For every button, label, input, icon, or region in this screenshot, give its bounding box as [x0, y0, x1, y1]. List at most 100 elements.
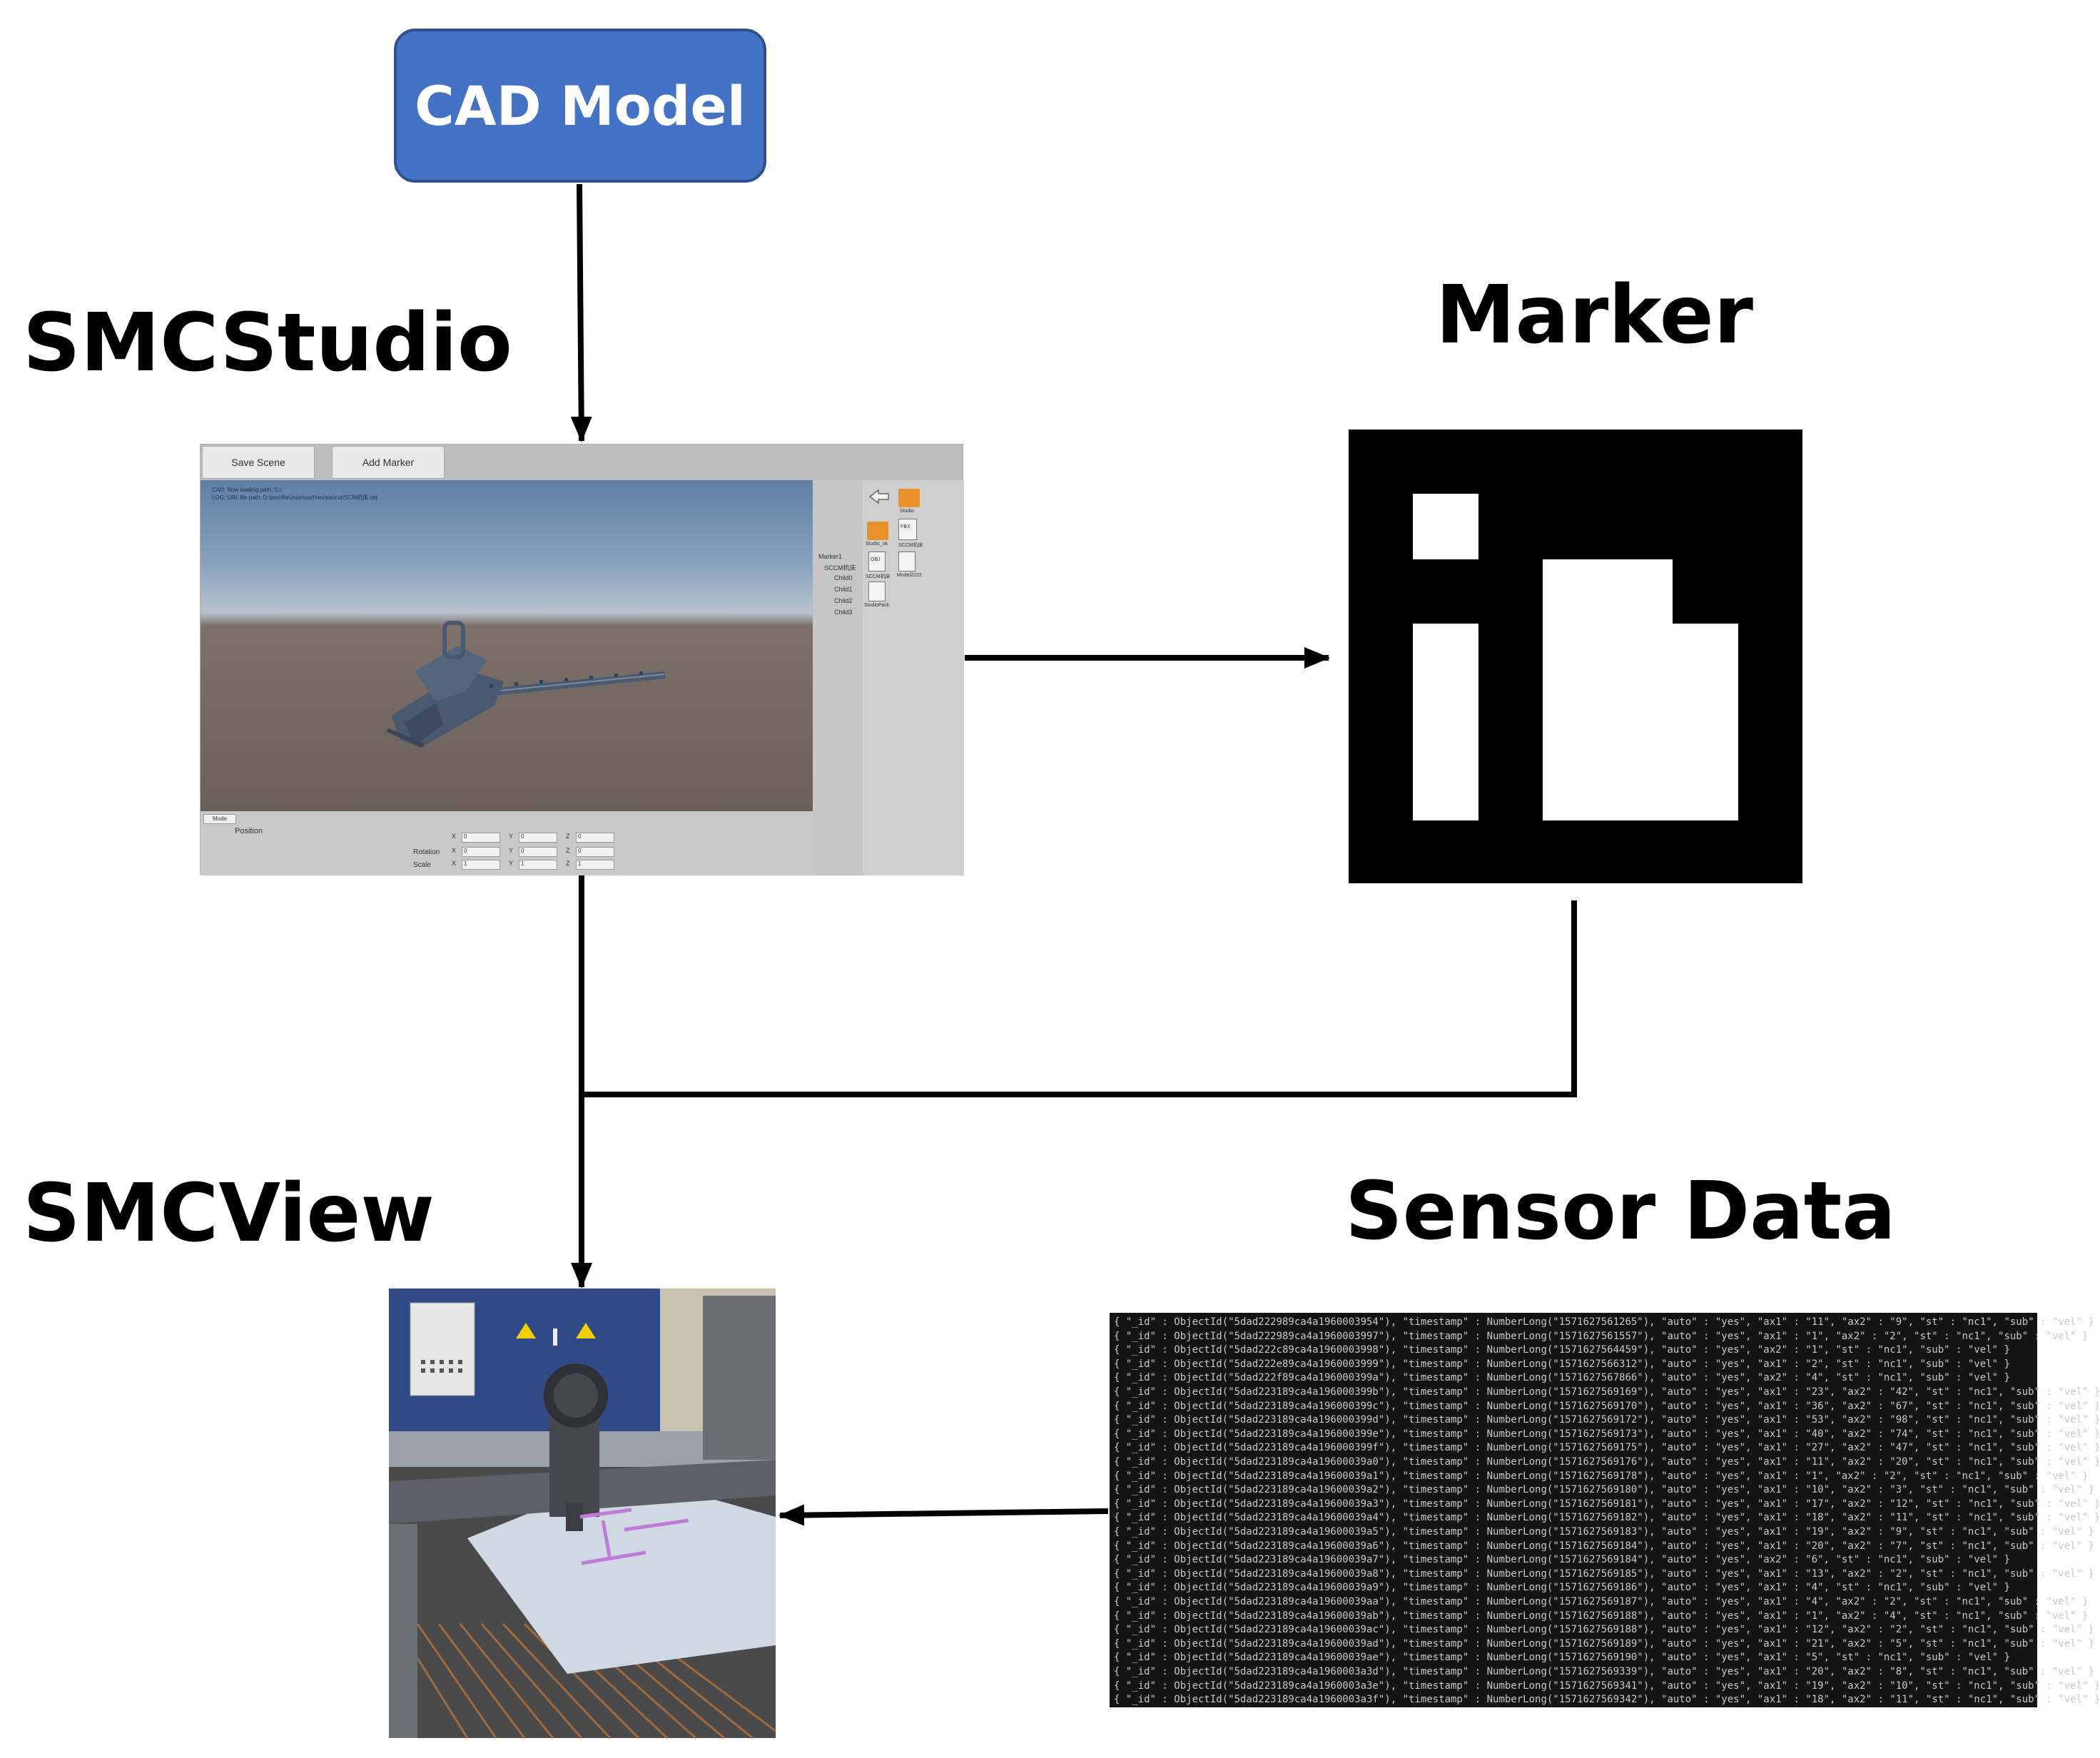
tree-item[interactable]: SCCM机床	[824, 564, 856, 571]
machine-3d-model	[386, 621, 666, 748]
back-arrow-icon[interactable]	[868, 489, 890, 504]
scale-y-field[interactable]: 1	[519, 860, 557, 870]
arrow-sensor-to-smcview	[778, 1504, 1109, 1526]
file-icon[interactable]	[868, 552, 886, 571]
asset-label: SCCM机床	[898, 543, 923, 548]
sensor-record-line: { "_id" : ObjectId("5dad223189ca4a196000…	[1114, 1637, 2094, 1650]
asset-label: FBX	[901, 524, 910, 529]
log-line: LOG: URL file path: D:\pos\fileUnion\usr…	[212, 494, 377, 501]
asset-browser: Studio FBX Studio_ok SCCM机床 OBJ Model222…	[863, 480, 964, 875]
tree-item[interactable]: Child3	[834, 609, 853, 616]
sensor-record-line: { "_id" : ObjectId("5dad223189ca4a196000…	[1114, 1694, 2100, 1706]
axis-y-label: Y	[509, 833, 514, 840]
axis-y-label: Y	[509, 860, 514, 867]
file-icon[interactable]	[898, 552, 915, 571]
scale-z-field[interactable]: 1	[576, 860, 614, 870]
sensor-record-line: { "_id" : ObjectId("5dad223189ca4a196000…	[1114, 1540, 2094, 1552]
folder-icon[interactable]	[898, 489, 920, 507]
rotation-x-field[interactable]: 0	[462, 847, 500, 857]
diagram-canvas: CAD Model SMCStudio Marker SMCView Senso…	[23, 29, 2100, 1739]
sensor-record-line: { "_id" : ObjectId("5dad223189ca4a196000…	[1114, 1568, 2094, 1580]
rotation-y-field[interactable]: 0	[519, 847, 557, 857]
marker-label: Marker	[1436, 269, 1753, 362]
cad-model-box: CAD Model	[394, 29, 766, 183]
marker-cell	[1543, 559, 1673, 820]
scale-label: Scale	[413, 861, 432, 869]
sensor-data-console: { "_id" : ObjectId("5dad222989ca4a196000…	[1110, 1313, 2100, 1707]
marker-cell	[1413, 624, 1478, 820]
connector-layer	[570, 183, 1577, 1526]
log-output: CAD: Now loading path: C:\ LOG: URL file…	[212, 486, 377, 502]
scale-x-field[interactable]: 1	[462, 860, 500, 870]
marker-cell	[1413, 494, 1478, 559]
sensor-record-line: { "_id" : ObjectId("5dad223189ca4a196000…	[1114, 1386, 2100, 1398]
tree-item[interactable]: Marker1	[818, 553, 843, 560]
sensor-record-line: { "_id" : ObjectId("5dad223189ca4a196000…	[1114, 1610, 2089, 1622]
smcview-label: SMCView	[23, 1167, 435, 1260]
axis-z-label: Z	[566, 847, 570, 854]
position-y-field[interactable]: 0	[519, 833, 557, 843]
tree-item[interactable]: Child2	[834, 597, 853, 604]
file-icon[interactable]	[868, 581, 886, 601]
axis-z-label: Z	[566, 860, 570, 867]
add-marker-button[interactable]: Add Marker	[332, 446, 445, 479]
sensor-record-line: { "_id" : ObjectId("5dad223189ca4a196000…	[1114, 1442, 2100, 1454]
rotation-z-field[interactable]: 0	[576, 847, 614, 857]
line-marker-to-junction	[582, 900, 1577, 1097]
sensor-record-line: { "_id" : ObjectId("5dad222e89ca4a196000…	[1114, 1358, 2010, 1370]
folder-icon[interactable]	[867, 522, 888, 540]
sensor-record-line: { "_id" : ObjectId("5dad223189ca4a196000…	[1114, 1666, 2094, 1677]
tree-item[interactable]: Child0	[834, 574, 853, 581]
studio-toolbar: Save Scene Add Marker	[201, 444, 963, 480]
fiducial-marker	[1349, 430, 1802, 883]
position-label: Position	[235, 827, 263, 835]
sensor-record-line: { "_id" : ObjectId("5dad223189ca4a196000…	[1114, 1400, 2100, 1412]
sensor-record-line: { "_id" : ObjectId("5dad222989ca4a196000…	[1114, 1316, 2094, 1328]
sensor-record-line: { "_id" : ObjectId("5dad223189ca4a196000…	[1114, 1498, 2100, 1510]
sensor-record-line: { "_id" : ObjectId("5dad223189ca4a196000…	[1114, 1554, 2010, 1566]
sensor-record-line: { "_id" : ObjectId("5dad223189ca4a196000…	[1114, 1680, 2100, 1692]
smcstudio-window: Save Scene Add Marker CAD: Now loading p…	[200, 444, 964, 875]
sensor-record-line: { "_id" : ObjectId("5dad223189ca4a196000…	[1114, 1456, 2100, 1468]
position-z-field[interactable]: 0	[576, 833, 614, 843]
axis-x-label: X	[452, 833, 457, 840]
axis-z-label: Z	[566, 833, 570, 840]
arrow-cad-to-studio	[570, 183, 592, 442]
file-icon[interactable]	[898, 519, 917, 540]
sensor-record-line: { "_id" : ObjectId("5dad223189ca4a196000…	[1114, 1512, 2100, 1524]
axis-y-label: Y	[509, 847, 514, 854]
sensor-data-label: Sensor Data	[1345, 1165, 1896, 1258]
sensor-record-line: { "_id" : ObjectId("5dad223189ca4a196000…	[1114, 1624, 2094, 1636]
sensor-record-line: { "_id" : ObjectId("5dad223189ca4a196000…	[1114, 1484, 2094, 1496]
laser-cutter-scene	[389, 1289, 776, 1739]
sensor-record-line: { "_id" : ObjectId("5dad223189ca4a196000…	[1114, 1470, 2089, 1482]
sensor-record-line: { "_id" : ObjectId("5dad223189ca4a196000…	[1114, 1582, 2010, 1594]
asset-label: OBJ	[871, 557, 881, 562]
sensor-record-line: { "_id" : ObjectId("5dad223189ca4a196000…	[1114, 1652, 2010, 1664]
mode-tab[interactable]: Mode	[203, 814, 236, 824]
cad-model-label: CAD Model	[415, 73, 746, 138]
axis-x-label: X	[452, 847, 457, 854]
asset-label: Model2222	[897, 573, 922, 578]
sensor-record-line: { "_id" : ObjectId("5dad222989ca4a196000…	[1114, 1330, 2089, 1342]
sensor-record-line: { "_id" : ObjectId("5dad222c89ca4a196000…	[1114, 1344, 2010, 1356]
position-x-field[interactable]: 0	[462, 833, 500, 843]
asset-label: SCCM机床	[866, 574, 891, 579]
axis-x-label: X	[452, 860, 457, 867]
tree-item[interactable]: Child1	[834, 586, 853, 593]
rotation-label: Rotation	[413, 848, 440, 856]
asset-label: Studio	[900, 509, 914, 514]
scene-hierarchy-panel: Marker1 SCCM机床 Child0 Child1 Child2 Chil…	[813, 480, 964, 875]
smcstudio-label: SMCStudio	[23, 297, 512, 390]
sensor-record-line: { "_id" : ObjectId("5dad223189ca4a196000…	[1114, 1428, 2100, 1440]
sensor-record-line: { "_id" : ObjectId("5dad223189ca4a196000…	[1114, 1596, 2089, 1607]
smcview-ar-photo	[389, 1289, 776, 1739]
inspector-panel: Mode Position Rotation Scale X 0 Y 0 Z 0…	[201, 811, 813, 875]
save-scene-button[interactable]: Save Scene	[202, 446, 315, 479]
scene-viewport[interactable]: CAD: Now loading path: C:\ LOG: URL file…	[201, 480, 813, 811]
asset-label: StudioPack	[864, 603, 890, 608]
sensor-record-line: { "_id" : ObjectId("5dad222f89ca4a196000…	[1114, 1372, 2010, 1384]
marker-cell	[1673, 624, 1738, 820]
log-line: CAD: Now loading path: C:\	[212, 487, 282, 493]
sensor-record-line: { "_id" : ObjectId("5dad223189ca4a196000…	[1114, 1414, 2100, 1426]
